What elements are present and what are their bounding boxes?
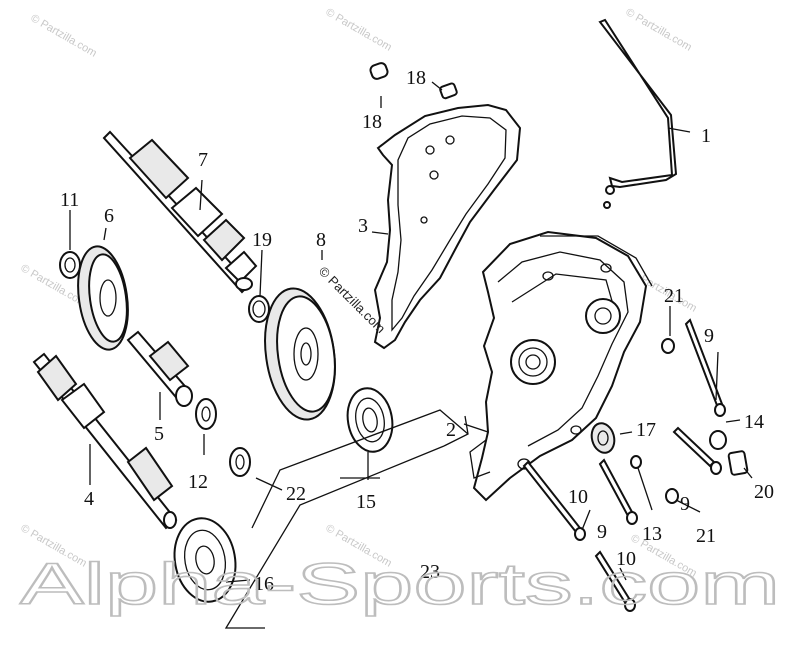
part-8-gear — [264, 287, 336, 421]
callout-10b: 10 — [616, 548, 636, 570]
callout-15: 15 — [356, 491, 376, 513]
part-4-shaft — [32, 352, 178, 530]
partzilla-watermark: © Partzilla.com — [324, 6, 394, 53]
callout-13: 13 — [642, 523, 662, 545]
callout-18a: 18 — [362, 111, 382, 133]
part-6-gear — [77, 245, 129, 351]
callout-5: 5 — [154, 423, 164, 445]
part-22-bushing — [229, 447, 251, 477]
part-11-washer — [59, 251, 81, 279]
callout-10a: 10 — [568, 486, 588, 508]
part-12-washer — [195, 398, 217, 430]
callout-2: 2 — [446, 419, 456, 441]
callout-8: 8 — [316, 229, 326, 251]
callout-labels: 1 2 3 4 5 6 7 8 9 9 9 10 10 11 12 13 14 … — [60, 67, 774, 595]
part-3-gasket — [373, 103, 522, 350]
group-brackets — [224, 409, 469, 629]
callout-4: 4 — [84, 488, 94, 510]
callout-9c: 9 — [597, 521, 607, 543]
part-17-oil-seal — [590, 422, 616, 454]
callout-14: 14 — [744, 411, 764, 433]
part-16-bearing — [173, 517, 237, 603]
callout-12: 12 — [188, 471, 208, 493]
callout-1: 1 — [701, 125, 711, 147]
callout-22: 22 — [286, 483, 306, 505]
callout-19: 19 — [252, 229, 272, 251]
callout-21a: 21 — [664, 285, 684, 307]
part-18-pins — [369, 62, 458, 100]
partzilla-watermark: © Partzilla.com — [29, 12, 99, 59]
callout-16: 16 — [254, 573, 274, 595]
callout-6: 6 — [104, 205, 114, 227]
callout-9a: 9 — [704, 325, 714, 347]
callout-11: 11 — [60, 189, 79, 211]
callout-23: 23 — [420, 561, 440, 583]
callout-21b: 21 — [696, 525, 716, 547]
callout-7: 7 — [198, 149, 208, 171]
part-19-circlip — [248, 295, 270, 323]
alpha-sports-watermark: Alpha-Sports.com — [20, 552, 780, 617]
callout-18b: 18 — [406, 67, 426, 89]
part-15-bearing — [346, 387, 394, 453]
partzilla-watermark: © Partzilla.com — [624, 6, 694, 53]
part-1-lever — [598, 18, 678, 209]
part-5-spline-shaft — [126, 330, 193, 407]
callout-17: 17 — [636, 419, 656, 441]
part-2-cover — [469, 230, 653, 502]
callout-3: 3 — [358, 215, 368, 237]
callout-9b: 9 — [680, 493, 690, 515]
leader-lines — [69, 81, 753, 583]
callout-20: 20 — [754, 481, 774, 503]
bolts — [522, 318, 749, 612]
part-7-shaft — [102, 130, 258, 294]
